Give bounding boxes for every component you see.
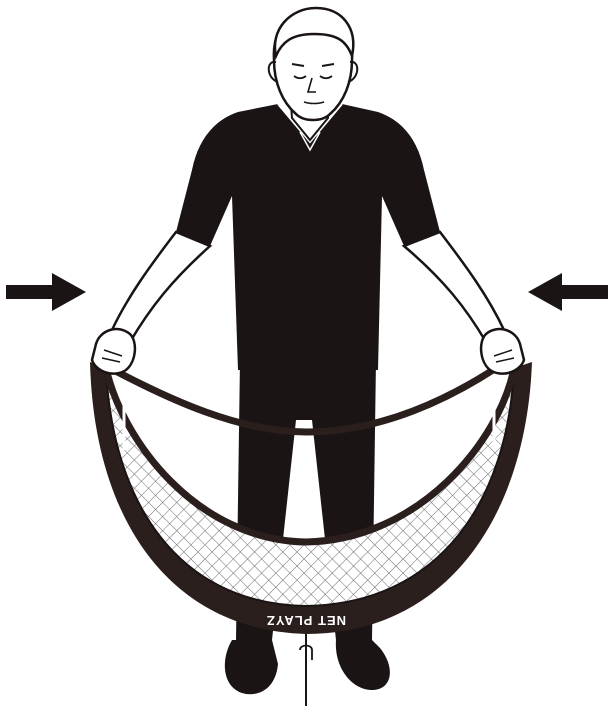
person-shirt <box>176 104 440 370</box>
person-head <box>269 8 358 120</box>
arrow-right-icon <box>6 273 86 311</box>
brand-label: NET PLAYZ <box>266 613 346 628</box>
arrow-left-icon <box>528 273 608 311</box>
person-legs <box>225 360 390 694</box>
